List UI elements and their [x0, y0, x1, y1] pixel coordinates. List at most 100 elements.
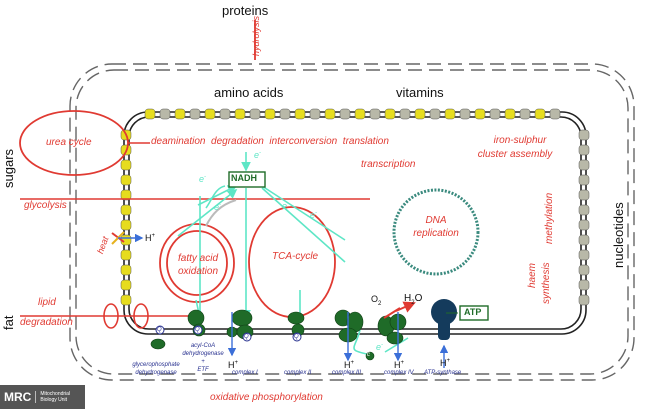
heat-proton-label: H+ [145, 233, 156, 243]
fatty-acid-label-2: oxidation [177, 266, 219, 277]
membrane-bead [399, 108, 411, 120]
q-label-4: Q [294, 334, 299, 340]
membrane-bead [159, 108, 171, 120]
outer-membrane [69, 63, 635, 381]
membrane-bead [578, 189, 590, 201]
membrane-bead [120, 279, 132, 291]
acyl-coa-label-2: dehydrogenase [182, 351, 224, 357]
grey-feedback-arrows [205, 199, 237, 227]
membrane-processes-label: deamination degradation interconversion … [151, 136, 389, 147]
membrane-bead [578, 279, 590, 291]
proton-label-ciii: H+ [344, 360, 355, 370]
membrane-bead [504, 108, 516, 120]
atp-box [459, 305, 489, 321]
membrane-bead [578, 219, 590, 231]
membrane-bead [578, 129, 590, 141]
sugars-label: sugars [1, 148, 16, 188]
hydrolysis-label: hydrolysis [251, 15, 261, 56]
dna-label-2: replication [413, 228, 459, 239]
h2o-label: H2O [404, 293, 423, 307]
glycerophosphate-label-2: dehydrogenase [135, 370, 177, 376]
complex-iii-label: complex III [332, 370, 362, 376]
electron-label-low: e- [376, 342, 384, 352]
membrane-bead [534, 108, 546, 120]
acyl-coa-label-3: + [201, 359, 205, 365]
electron-label-top: e- [254, 150, 262, 160]
fat-label: fat [1, 315, 16, 330]
atp-synthase-label: ATP-synthase [424, 370, 462, 376]
membrane-bead [578, 234, 590, 246]
membrane-bead [578, 144, 590, 156]
membrane-bead [578, 249, 590, 261]
proteins-label: proteins [222, 3, 269, 18]
respiratory-complexes [150, 309, 407, 361]
membrane-bead [120, 174, 132, 186]
membrane-bead [549, 108, 561, 120]
proton-label-ci: H+ [228, 360, 239, 370]
membrane-bead [120, 219, 132, 231]
acyl-coa-label-1: acyl-CoA [190, 343, 216, 349]
membrane-bead [459, 108, 471, 120]
o2-label: O2 [371, 294, 382, 307]
membrane-bead [279, 108, 291, 120]
membrane-bead [174, 108, 186, 120]
lipid-label-2: degradation [20, 317, 73, 328]
vitamins-label: vitamins [396, 85, 444, 100]
iron-sulphur-label-2: cluster assembly [477, 149, 553, 160]
nadh-label: NADH [231, 173, 257, 183]
dna-label-1: DNA [425, 215, 447, 226]
membrane-bead [234, 108, 246, 120]
membrane-bead [204, 108, 216, 120]
proton-label-atp: H+ [440, 358, 451, 368]
complex-iv-label: complex IV [384, 370, 414, 376]
membrane-bead [264, 108, 276, 120]
membrane-bead [144, 108, 156, 120]
iron-sulphur-label-1: iron-sulphur [493, 135, 547, 146]
membrane-bead [294, 108, 306, 120]
methylation-label: methylation [544, 192, 555, 244]
membrane-bead [578, 294, 590, 306]
electron-transfer-arrows [177, 152, 409, 356]
membrane-bead [578, 264, 590, 276]
complex-i-label: complex I [232, 370, 258, 376]
membrane-bead [120, 294, 132, 306]
lipid-label-1: lipid [38, 297, 56, 308]
heat-icon [111, 231, 144, 245]
transcription-label: transcription [361, 159, 416, 170]
membrane-bead [578, 204, 590, 216]
tca-cycle-ellipse [248, 206, 336, 318]
ubiquinone-markers [155, 325, 302, 342]
atp-synthase-icon [431, 299, 457, 340]
membrane-bead [120, 159, 132, 171]
dna-ring [392, 188, 480, 276]
q-label-2: Q [195, 327, 200, 333]
nucleotides-label: nucleotides [611, 202, 626, 268]
electron-label-right: e- [282, 201, 290, 211]
membrane-bead [578, 159, 590, 171]
haem-label-1: haem [527, 262, 538, 288]
electron-label-far: e- [310, 210, 318, 220]
membrane-bead [519, 108, 531, 120]
urea-cycle-label: urea cycle [46, 137, 92, 148]
acyl-coa-label-4: ETF [197, 367, 209, 373]
membrane-bead [578, 174, 590, 186]
membrane-bead [429, 108, 441, 120]
membrane-beads [120, 108, 590, 306]
tca-cycle-label: TCA-cycle [272, 251, 319, 262]
amino-acids-label: amino acids [214, 85, 284, 100]
complex-ii-label: complex II [284, 370, 312, 376]
haem-label-2: synthesis [541, 262, 552, 304]
membrane-bead [120, 249, 132, 261]
membrane-bead [120, 189, 132, 201]
c-label: c [367, 352, 370, 358]
membrane-bead [339, 108, 351, 120]
membrane-bead [369, 108, 381, 120]
mrc-logo-text: MRC [4, 390, 32, 404]
electron-label-left: e- [199, 174, 207, 184]
membrane-bead [414, 108, 426, 120]
membrane-bead [384, 108, 396, 120]
oxidative-phosphorylation-label: oxidative phosphorylation [210, 392, 323, 403]
